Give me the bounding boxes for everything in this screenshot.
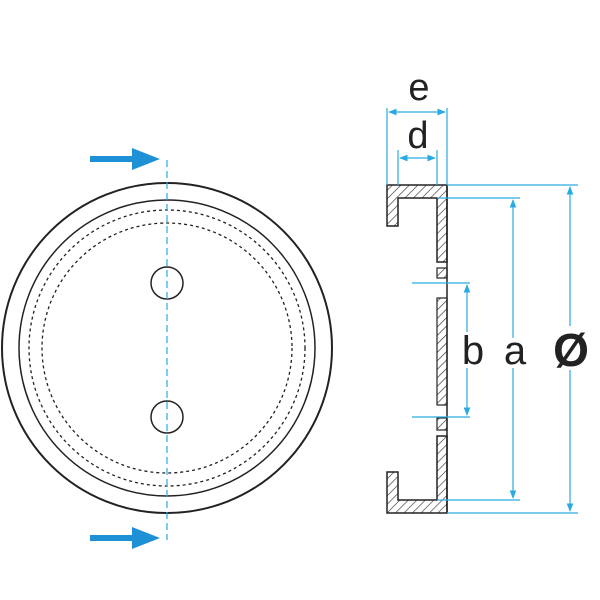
dim-a-label: a	[504, 329, 527, 373]
dim-diameter-label: Ø	[553, 324, 589, 376]
section-profile-top	[386, 184, 448, 263]
hidden-edge-inner	[41, 222, 293, 474]
dimensions	[386, 108, 578, 514]
section-arrow-top	[90, 148, 160, 170]
section-view	[386, 184, 448, 514]
dim-e-label: e	[408, 67, 429, 109]
dim-d-label: d	[407, 115, 428, 157]
section-web-mid-lower	[436, 417, 448, 431]
section-web-upper	[436, 267, 448, 279]
front-view	[1, 148, 333, 549]
section-profile-bottom	[386, 435, 448, 514]
section-arrow-bottom	[90, 527, 160, 549]
section-web-mid-upper	[436, 297, 448, 406]
dim-b-label: b	[462, 329, 484, 373]
